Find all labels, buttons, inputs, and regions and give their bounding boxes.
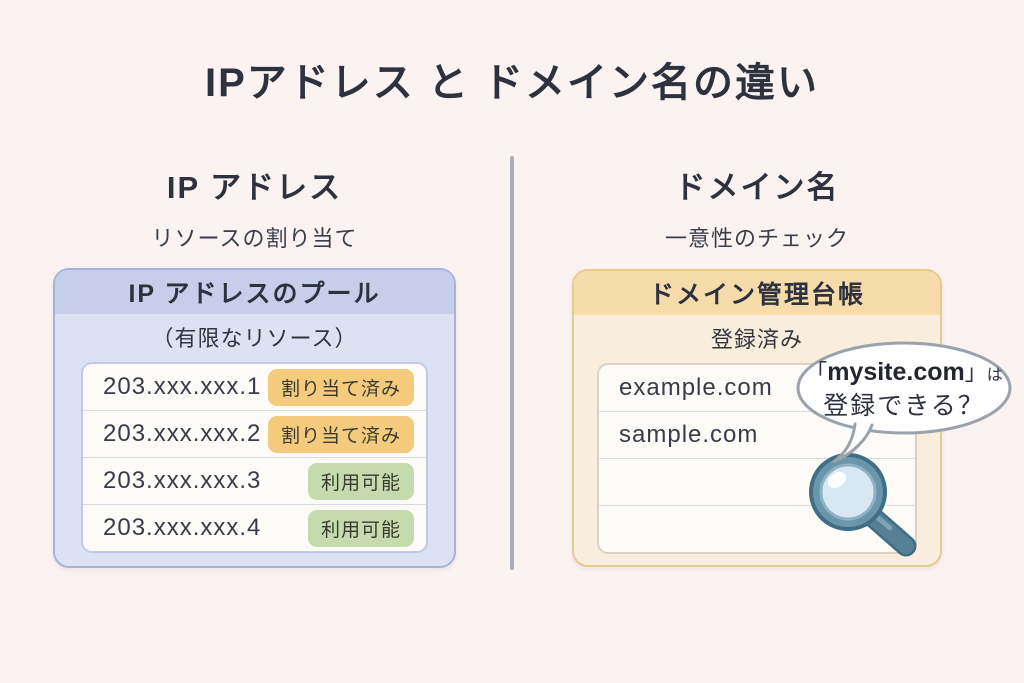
ip-pool-panel: IP アドレスのプール （有限なリソース） 203.xxx.xxx.1 割り当て… (53, 268, 456, 568)
speech-bubble: 「mysite.com」は 登録できる？ (793, 340, 1015, 466)
status-badge: 利用可能 (307, 509, 414, 547)
bubble-question-line1: 「mysite.com」は (805, 358, 1003, 387)
domain-subtitle: 一意性のチェック (664, 226, 849, 251)
page-title: IPアドレス と ドメイン名の違い (204, 61, 820, 105)
ip-subtitle: リソースの割り当て (151, 226, 358, 251)
status-badge: 割り当て済み (267, 368, 414, 406)
table-row (599, 459, 915, 506)
domain-name: example.com (619, 374, 773, 401)
status-badge: 割り当て済み (267, 415, 414, 453)
speech-bubble-shape (796, 341, 1012, 464)
domain-ledger-panel-title: ドメイン管理台帳 (574, 271, 940, 315)
vertical-divider (510, 156, 514, 570)
ip-address: 203.xxx.xxx.1 (103, 373, 262, 400)
ip-address: 203.xxx.xxx.3 (103, 467, 262, 494)
table-row: 203.xxx.xxx.4 利用可能 (83, 505, 426, 551)
ip-pool-table: 203.xxx.xxx.1 割り当て済み 203.xxx.xxx.2 割り当て済… (81, 362, 428, 553)
domain-name: sample.com (619, 421, 759, 448)
ip-address: 203.xxx.xxx.2 (103, 420, 262, 447)
bubble-domain-name: mysite.com (827, 358, 965, 387)
ip-column-header: IP アドレス リソースの割り当て (53, 162, 456, 253)
table-row: 203.xxx.xxx.2 割り当て済み (83, 411, 426, 458)
domain-column-header: ドメイン名 一意性のチェック (572, 162, 942, 253)
status-badge: 利用可能 (307, 462, 414, 500)
table-row: 203.xxx.xxx.3 利用可能 (83, 458, 426, 505)
table-row: sample.com (599, 412, 915, 459)
bubble-question-line2: 登録できる？ (823, 392, 985, 420)
domain-heading: ドメイン名 (674, 170, 840, 205)
table-row: example.com (599, 365, 915, 412)
table-row: 203.xxx.xxx.1 割り当て済み (83, 364, 426, 411)
ip-pool-panel-title: IP アドレスのプール (55, 270, 454, 314)
ip-pool-panel-subtitle: （有限なリソース） (151, 326, 358, 351)
speech-bubble-text: 「mysite.com」は 登録できる？ (793, 348, 1015, 432)
domain-ledger-panel-subtitle: 登録済み (710, 327, 803, 352)
ip-heading: IP アドレス (166, 170, 343, 205)
ip-address: 203.xxx.xxx.4 (103, 514, 262, 541)
